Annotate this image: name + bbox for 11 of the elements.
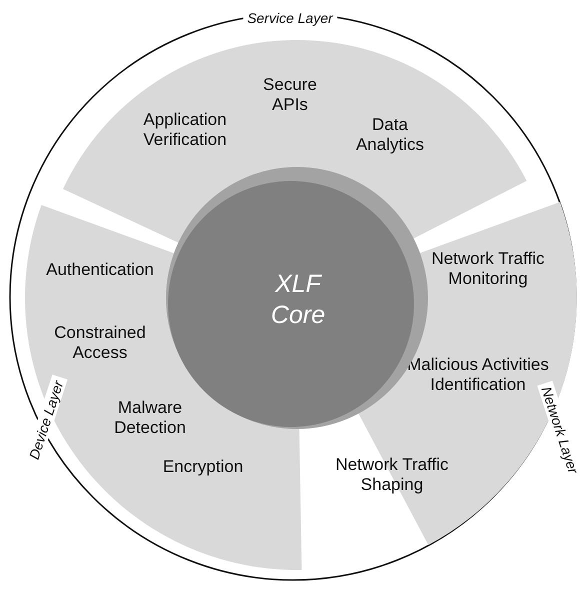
feature-label: Malware Detection	[113, 398, 187, 438]
layer-label: Service Layer	[243, 10, 337, 26]
feature-label: Constrained Access	[53, 322, 147, 363]
feature-label: Encryption	[162, 456, 244, 477]
feature-label: Secure APIs	[262, 75, 318, 115]
core-label: XLF Core	[270, 269, 326, 331]
feature-label: Application Verification	[142, 110, 228, 150]
feature-label: Network Traffic Monitoring	[430, 248, 546, 289]
feature-label: Network Traffic Shaping	[334, 454, 450, 495]
feature-label: Data Analytics	[354, 115, 425, 155]
feature-label: Authentication	[45, 260, 155, 280]
